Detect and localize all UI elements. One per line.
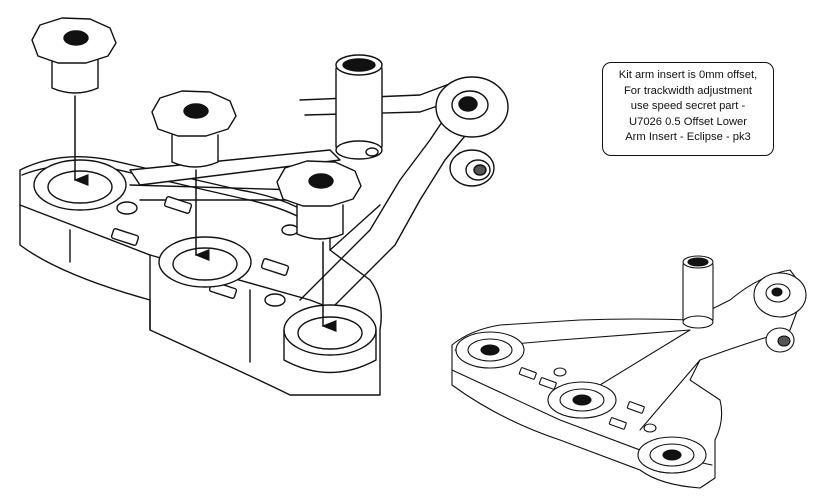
note-line-5: Arm Insert - Eclipse - pk3 <box>625 131 751 144</box>
offset-note-callout: Kit arm insert is 0mm offset, For trackw… <box>602 62 774 156</box>
small-lower-arm <box>451 255 807 489</box>
insert-arrows <box>73 95 337 332</box>
insert-2 <box>151 90 237 168</box>
insert-1 <box>31 17 117 94</box>
note-line-4: U7026 0.5 Offset Lower <box>629 115 747 128</box>
note-line-1: Kit arm insert is 0mm offset, <box>618 69 758 81</box>
note-line-2: For trackwidth adjustment <box>623 84 753 97</box>
large-lower-arm <box>19 54 509 396</box>
note-line-3: use speed secret part - <box>630 100 746 113</box>
insert-3 <box>276 160 362 240</box>
